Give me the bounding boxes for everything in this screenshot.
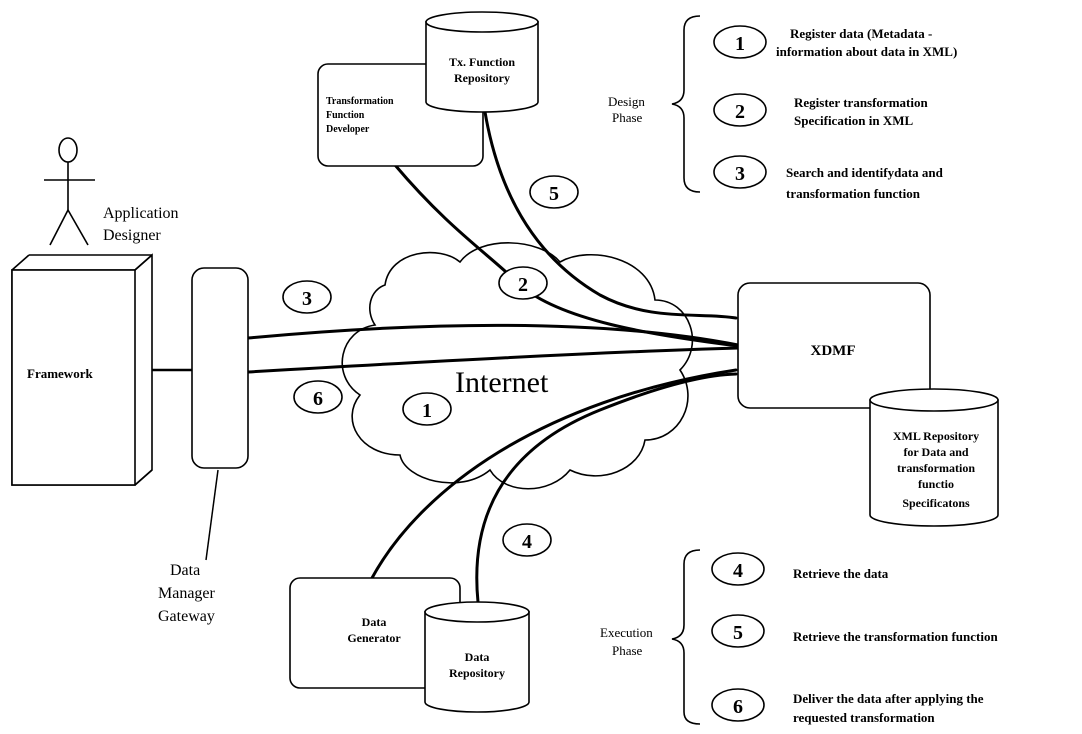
execution-phase-label-line2: Phase [612, 643, 643, 658]
svg-text:6: 6 [313, 388, 323, 410]
tx-function-repository: Tx. Function Repository [425, 11, 539, 113]
xml-repository: XML Repository for Data and transformati… [869, 388, 999, 527]
gateway-label-leader [205, 469, 219, 561]
svg-text:1: 1 [735, 33, 745, 55]
xmlrepo-label-line4: functio [918, 477, 954, 491]
xdmf-label: XDMF [811, 343, 856, 359]
flow-markers: 3 6 2 5 1 4 [282, 175, 579, 557]
execution-phase-legend: Execution Phase 4 Retrieve the data 5 Re… [600, 549, 998, 725]
developer-label-line3: Developer [326, 124, 370, 135]
execution-step-4: 4 Retrieve the data [711, 552, 889, 586]
svg-text:Retrieve the data: Retrieve the data [793, 566, 889, 581]
flow-marker-5: 5 [529, 175, 579, 209]
gateway-label-line3: Gateway [158, 608, 215, 625]
execution-phase-label-line1: Execution [600, 625, 653, 640]
data-repository: Data Repository [424, 601, 530, 713]
svg-text:2: 2 [518, 274, 528, 296]
design-phase-label-line1: Design [608, 94, 645, 109]
actor-label-line1: Application [103, 205, 179, 222]
txrepo-label-line2: Repository [454, 71, 510, 85]
generator-label-line2: Generator [347, 631, 401, 645]
svg-text:4: 4 [522, 531, 532, 553]
svg-text:Specification in XML: Specification in XML [794, 113, 913, 128]
execution-step-6: 6 Deliver the data after applying the re… [711, 688, 984, 725]
framework-box: Framework [11, 253, 153, 486]
svg-text:requested transformation: requested transformation [793, 710, 935, 725]
design-phase-legend: Design Phase 1 Register data (Metadata -… [608, 15, 957, 201]
svg-text:4: 4 [733, 560, 743, 582]
xmlrepo-label-line2: for Data and [903, 445, 968, 459]
svg-text:transformation function: transformation function [786, 186, 921, 201]
generator-label-line1: Data [362, 615, 387, 629]
svg-text:5: 5 [733, 622, 743, 644]
svg-text:2: 2 [735, 101, 745, 123]
link-datarepo-xdmf [475, 372, 738, 604]
design-step-1: 1 Register data (Metadata - information … [713, 25, 957, 59]
data-generator-box: Data Generator [289, 577, 461, 689]
gateway-label-line1: Data [170, 562, 200, 579]
internet-cloud: Internet [341, 242, 694, 490]
design-step-3: 3 Search and identifydata and transforma… [713, 155, 944, 201]
flow-marker-3: 3 [282, 280, 332, 314]
gateway-label-line2: Manager [158, 585, 216, 602]
svg-text:5: 5 [549, 183, 559, 205]
svg-text:3: 3 [302, 288, 312, 310]
flow-marker-4: 4 [502, 523, 552, 557]
txrepo-label-line1: Tx. Function [449, 55, 515, 69]
execution-step-5: 5 Retrieve the transformation function [711, 614, 998, 648]
svg-text:6: 6 [733, 696, 743, 718]
svg-text:Retrieve the transformation fu: Retrieve the transformation function [793, 629, 998, 644]
svg-text:Search and identifydata and: Search and identifydata and [786, 165, 944, 180]
svg-text:Deliver the data after applyin: Deliver the data after applying the [793, 691, 984, 706]
flow-marker-2: 2 [498, 266, 548, 300]
svg-text:Register transformation: Register transformation [794, 95, 928, 110]
svg-text:1: 1 [422, 400, 432, 422]
link-txrepo-xdmf [483, 110, 738, 320]
svg-text:3: 3 [735, 163, 745, 185]
datarepo-label-line2: Repository [449, 666, 505, 680]
design-step-2: 2 Register transformation Specification … [713, 93, 928, 128]
xdmf-box: XDMF [737, 282, 931, 409]
link-gateway-xdmf-lower [246, 346, 740, 374]
developer-label-line2: Function [326, 110, 365, 121]
svg-text:information about data in XML): information about data in XML) [776, 44, 957, 59]
xmlrepo-label-line3: transformation [897, 461, 975, 475]
link-gateway-xdmf-upper [246, 323, 740, 347]
application-designer-actor: Application Designer [44, 137, 179, 246]
link-generator-xdmf [370, 368, 738, 580]
connection-lines [150, 110, 740, 604]
framework-label: Framework [27, 366, 93, 381]
xmlrepo-label-line5: Specificatons [902, 496, 970, 510]
developer-label-line1: Transformation [326, 96, 394, 107]
datarepo-label-line1: Data [465, 650, 490, 664]
design-phase-label-line2: Phase [612, 110, 643, 125]
flow-marker-6: 6 [293, 380, 343, 414]
data-manager-gateway: Data Manager Gateway [158, 267, 249, 625]
actor-label-line2: Designer [103, 227, 161, 244]
internet-label: Internet [455, 366, 549, 399]
svg-text:Register data (Metadata -: Register data (Metadata - [790, 26, 932, 41]
flow-marker-1: 1 [402, 392, 452, 426]
xmlrepo-label-line1: XML Repository [893, 429, 979, 443]
